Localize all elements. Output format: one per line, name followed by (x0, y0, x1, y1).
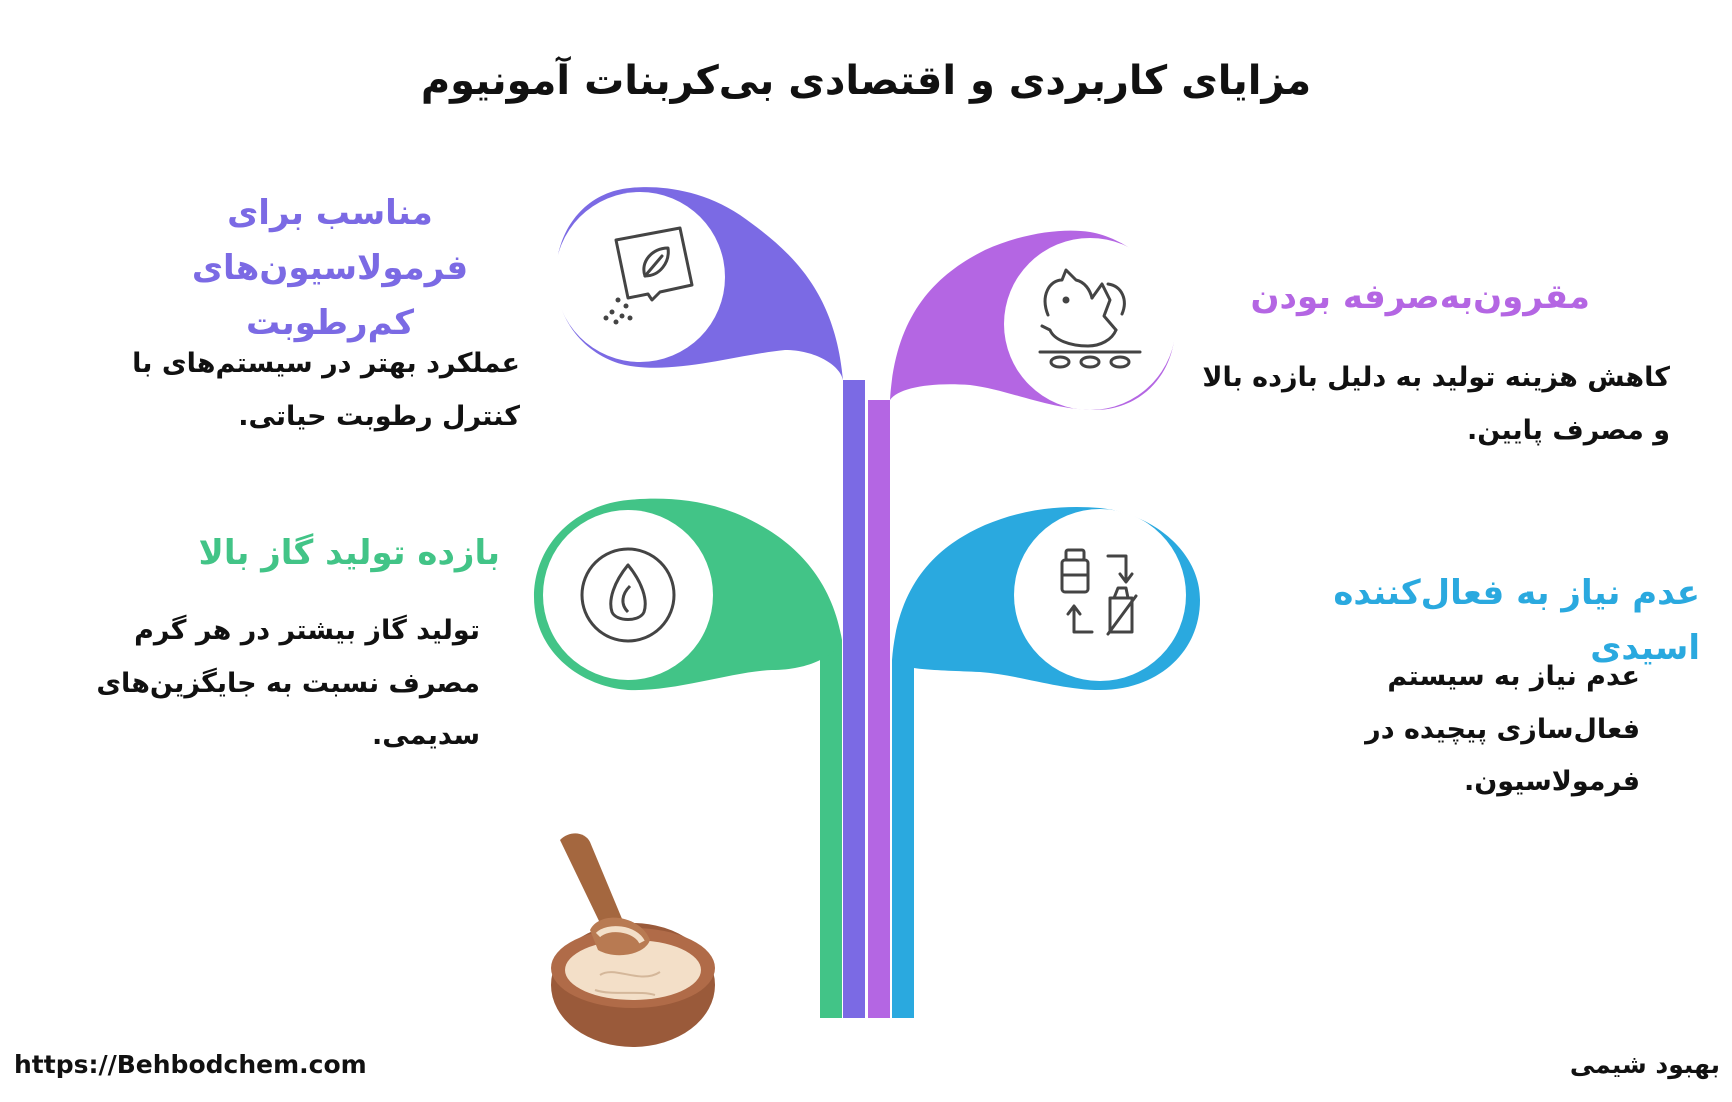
powder-bowl-illustration (551, 833, 715, 1047)
card-text-no-acid: عدم نیاز به سیستم فعال‌سازی پیچیده در فر… (1365, 661, 1640, 798)
card-text-low-humidity: عملکرد بهتر در سیستم‌های با کنترل رطوبت … (132, 348, 520, 432)
stem-blue (892, 660, 914, 1018)
exchange-bottles-icon (1060, 548, 1138, 636)
flame-icon (580, 547, 676, 643)
circle-blue (1014, 509, 1186, 681)
leaf-packet-icon (603, 226, 694, 325)
card-text-gas-yield: تولید گاز بیشتر در هر گرم مصرف نسبت به ج… (96, 615, 480, 752)
page-title: مزایای کاربردی و اقتصادی بی‌کربنات آمونی… (420, 58, 1312, 104)
card-heading-cost-effective: مقرون‌به‌صرفه بودن (1250, 277, 1591, 317)
footer-url[interactable]: https://Behbodchem.com (14, 1050, 367, 1079)
circle-green (543, 510, 713, 680)
stem-green (820, 640, 842, 1018)
card-heading-low-humidity: مناسب برای فرمولاسیون‌های کم‌رطوبت (191, 193, 469, 344)
card-heading-no-acid: عدم نیاز به فعال‌کننده اسیدی (1333, 573, 1700, 669)
card-heading-gas-yield: بازده تولید گاز بالا (198, 533, 500, 573)
stem-purple (843, 380, 865, 1018)
stem-violet (868, 400, 890, 1018)
footer-brand: بهبود شیمی (1569, 1050, 1720, 1079)
card-text-cost-effective: کاهش هزینه تولید به دلیل بازده بالا و مص… (1202, 362, 1670, 446)
circle-violet (1004, 238, 1176, 410)
piggy-bank-icon (1038, 268, 1142, 369)
circle-purple (555, 192, 725, 362)
